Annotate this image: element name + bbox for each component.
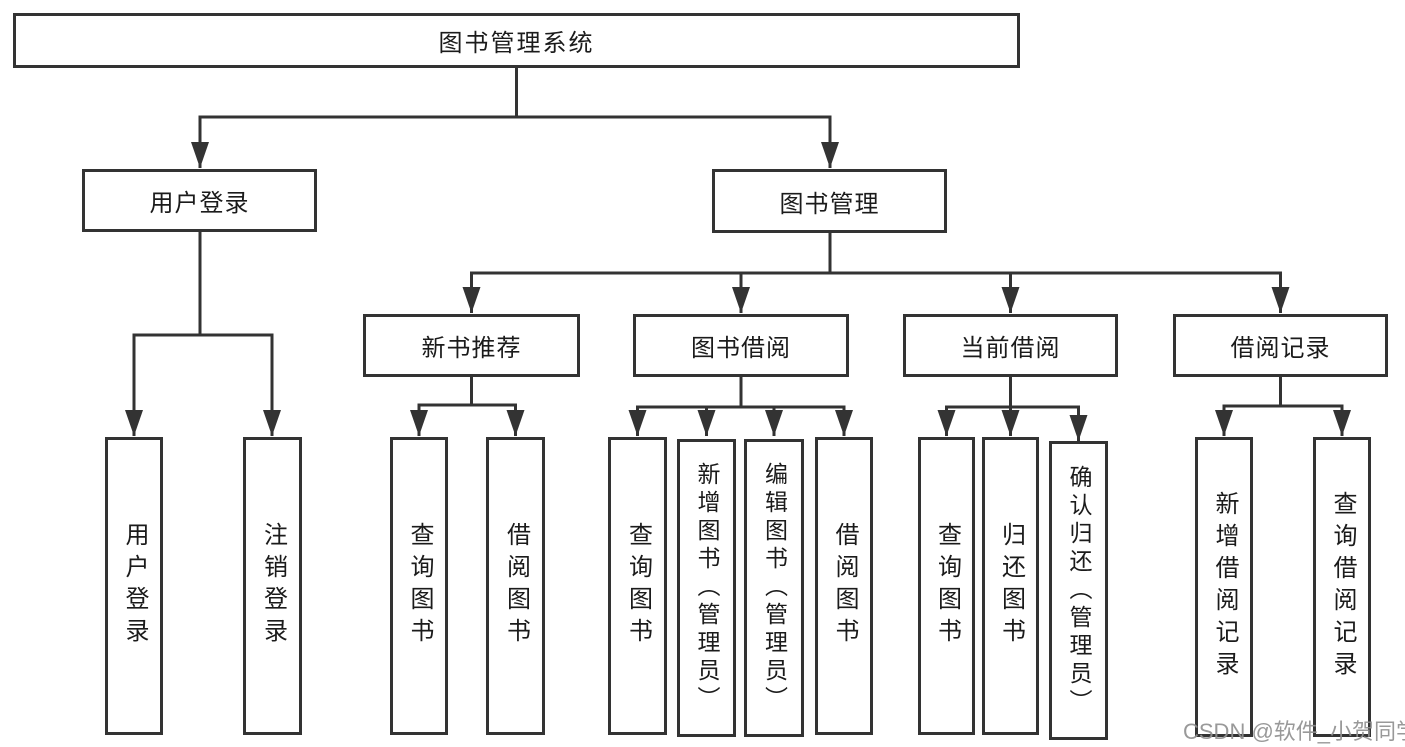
leaf-borrow-book-recommend: 借阅图书 xyxy=(486,437,545,735)
edges-book-mgmt-children xyxy=(462,233,1290,313)
edges-root-to-level2 xyxy=(191,68,839,168)
leaf-query-book-current: 查询图书 xyxy=(918,437,975,735)
leaf-edit-book-admin: 编辑图书（管理员） xyxy=(744,439,804,737)
leaf-return-book: 归还图书 xyxy=(982,437,1039,735)
leaf-borrow-book: 借阅图书 xyxy=(815,437,873,735)
edges-new-book-rec-children xyxy=(410,377,525,436)
leaf-query-borrow-record: 查询借阅记录 xyxy=(1313,437,1371,737)
node-root-system: 图书管理系统 xyxy=(13,13,1020,68)
node-current-borrow: 当前借阅 xyxy=(903,314,1118,377)
leaf-logout-login: 注销登录 xyxy=(243,437,302,735)
leaf-user-login: 用户登录 xyxy=(105,437,163,735)
leaf-query-book-recommend: 查询图书 xyxy=(390,437,448,735)
node-book-mgmt: 图书管理 xyxy=(712,169,947,233)
leaf-add-borrow-record: 新增借阅记录 xyxy=(1195,437,1253,737)
leaf-confirm-return-admin: 确认归还（管理员） xyxy=(1049,441,1108,740)
node-borrow-record: 借阅记录 xyxy=(1173,314,1388,377)
edges-user-login-children xyxy=(125,232,281,436)
edges-book-borrow-children xyxy=(628,377,853,436)
edges-current-borrow-children xyxy=(937,377,1088,441)
csdn-watermark: CSDN @软件_小贺同学 xyxy=(1183,719,1405,744)
node-user-login: 用户登录 xyxy=(82,169,317,232)
leaf-add-book-admin: 新增图书（管理员） xyxy=(677,439,736,737)
leaf-query-book-borrow: 查询图书 xyxy=(608,437,667,735)
node-new-book-rec: 新书推荐 xyxy=(363,314,580,377)
edges-borrow-record-children xyxy=(1215,377,1351,436)
node-book-borrow: 图书借阅 xyxy=(633,314,849,377)
